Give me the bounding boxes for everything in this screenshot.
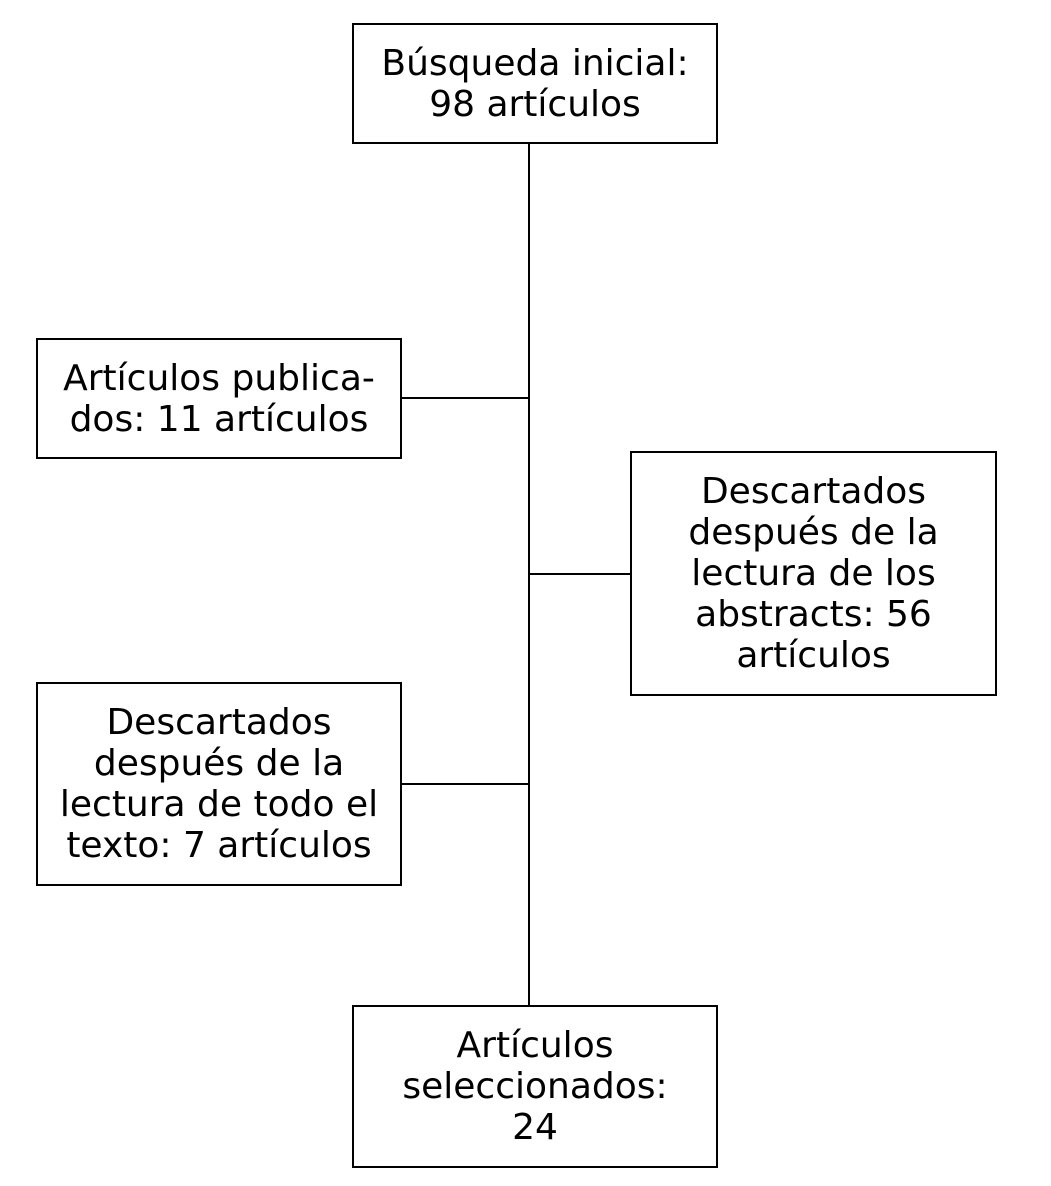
discarded-abstracts-text-line-4: abstracts: 56: [695, 594, 932, 635]
discarded-abstracts-text-line-2: después de la: [688, 512, 939, 553]
discarded-abstracts-box: Descartados después de la lectura de los…: [630, 451, 997, 696]
discarded-fulltext-text-line-3: lectura de todo el: [59, 784, 379, 825]
discarded-fulltext-box: Descartados después de la lectura de tod…: [36, 682, 402, 886]
discarded-abstracts-text-line-1: Descartados: [700, 471, 927, 512]
selected-text-line-2: seleccionados:: [402, 1066, 668, 1107]
published-text-line-2: dos: 11 artículos: [69, 398, 369, 440]
discarded-abstracts-text-line-5: artículos: [736, 635, 891, 676]
connector-to-discarded-fulltext: [401, 783, 529, 785]
main-vertical-connector: [528, 143, 530, 1007]
initial-search-text-line-2: 98 artículos: [429, 83, 641, 125]
discarded-abstracts-text-line-3: lectura de los: [691, 553, 936, 594]
connector-to-published: [401, 397, 529, 399]
initial-search-text-line-1: Búsqueda inicial:: [381, 42, 689, 84]
connector-to-discarded-abstracts: [529, 573, 632, 575]
discarded-fulltext-text-line-1: Descartados: [106, 702, 332, 743]
published-text-line-1: Artículos publica-: [63, 357, 375, 399]
selected-articles-box: Artículos seleccionados: 24: [352, 1005, 718, 1168]
selected-text-line-3: 24: [512, 1107, 558, 1148]
initial-search-box: Búsqueda inicial: 98 artículos: [352, 23, 718, 144]
published-articles-box: Artículos publica- dos: 11 artículos: [36, 338, 402, 459]
selected-text-line-1: Artículos: [456, 1025, 614, 1066]
discarded-fulltext-text-line-4: texto: 7 artículos: [66, 825, 372, 866]
discarded-fulltext-text-line-2: después de la: [93, 743, 345, 784]
